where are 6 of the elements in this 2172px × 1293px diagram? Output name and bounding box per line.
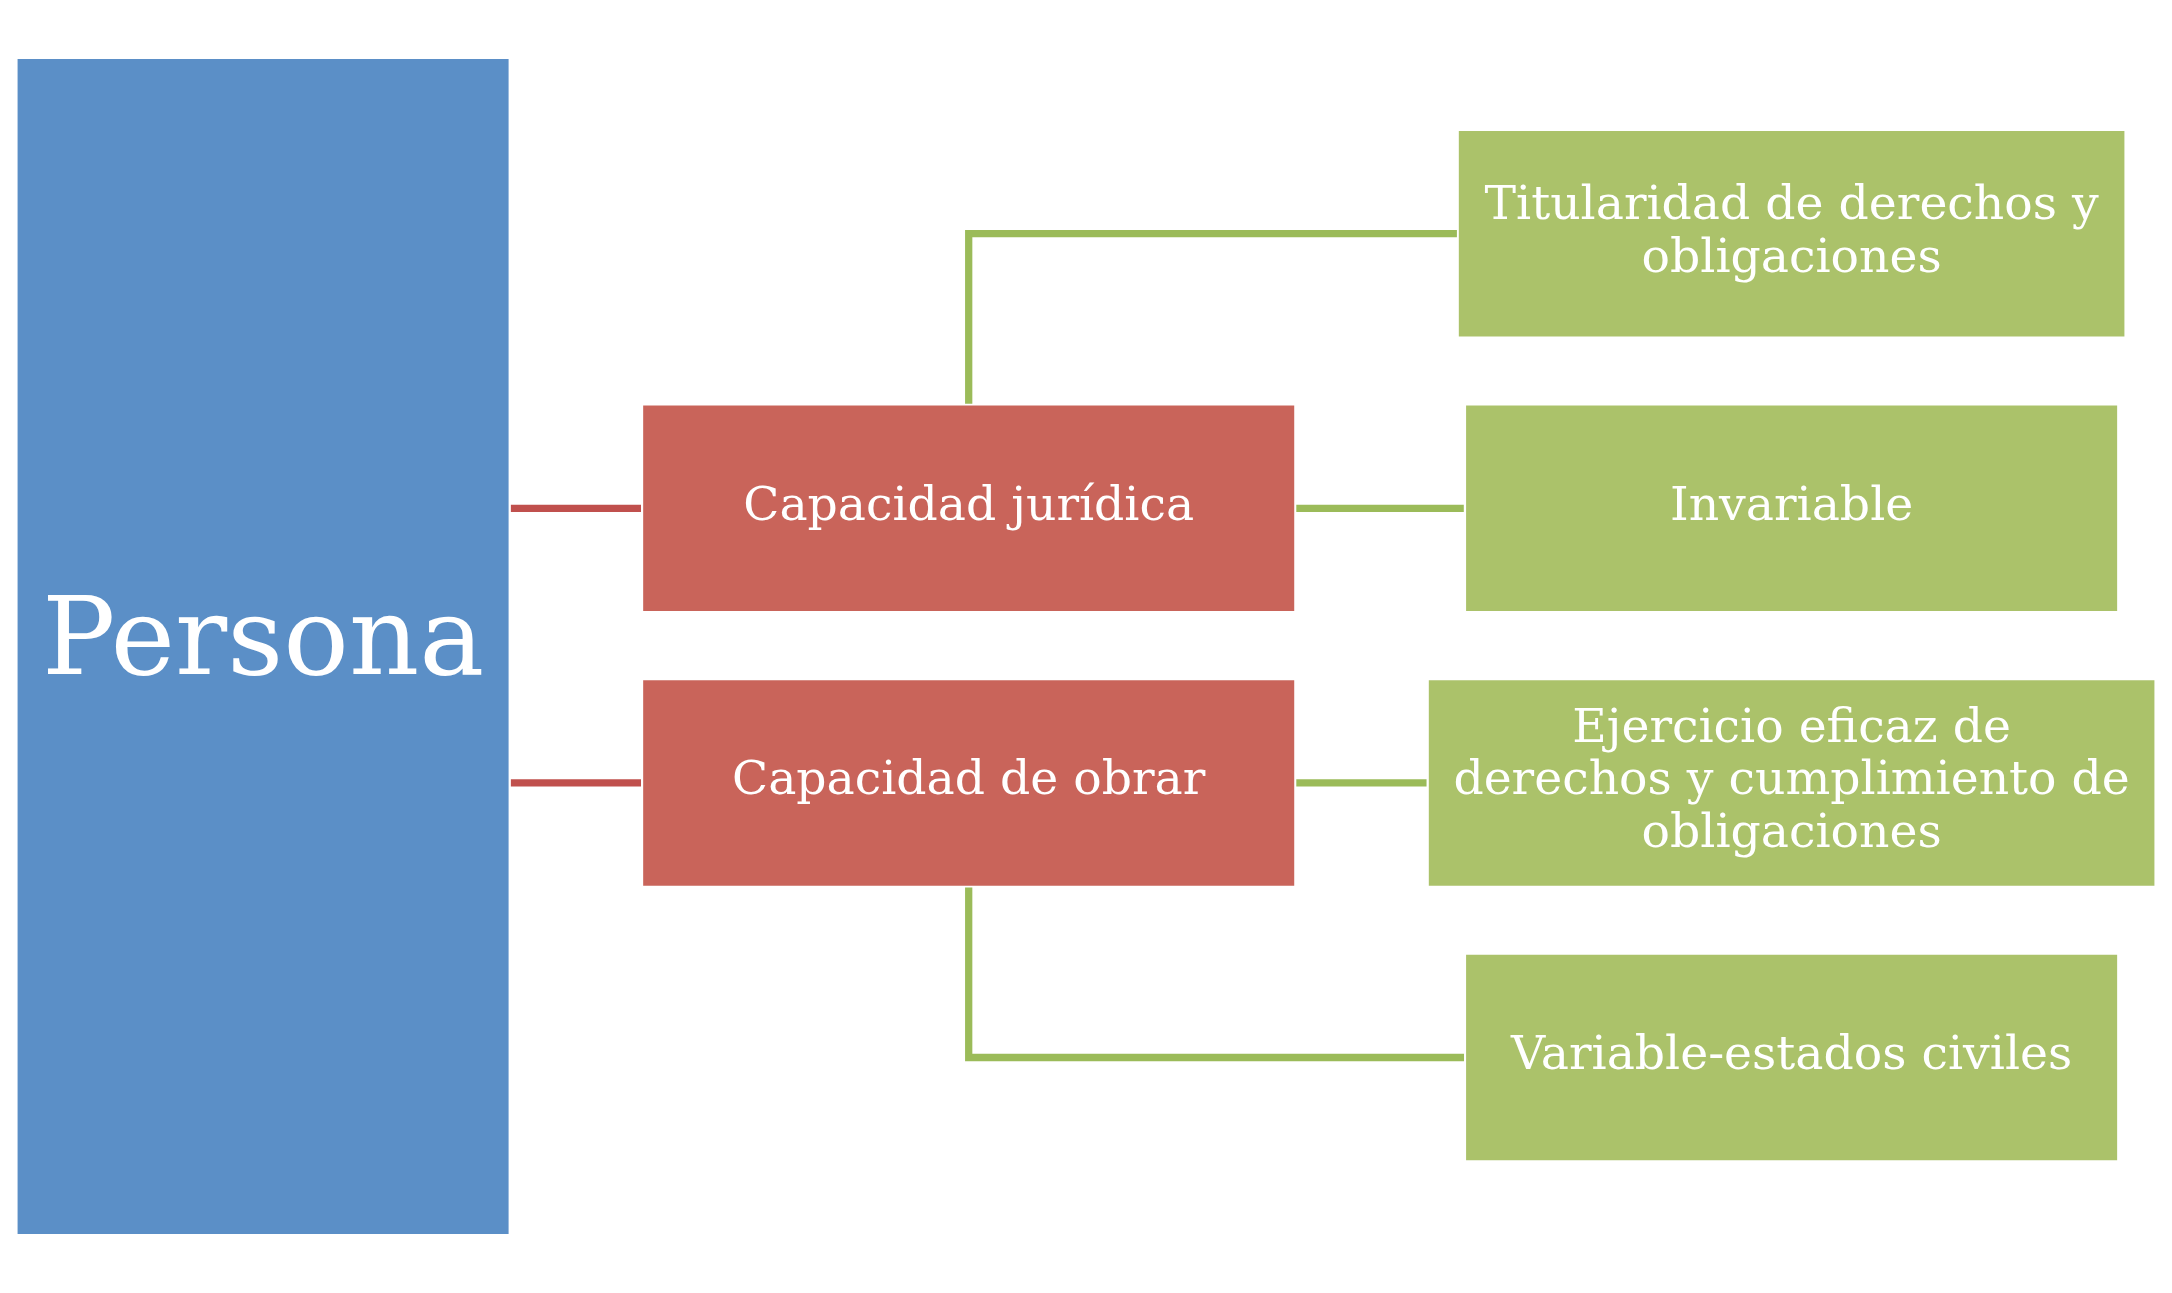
connector	[1296, 504, 1464, 512]
connector	[510, 504, 641, 512]
connector	[1296, 779, 1427, 787]
connector	[510, 779, 641, 787]
connector	[965, 887, 1464, 1062]
connector	[965, 230, 1457, 404]
